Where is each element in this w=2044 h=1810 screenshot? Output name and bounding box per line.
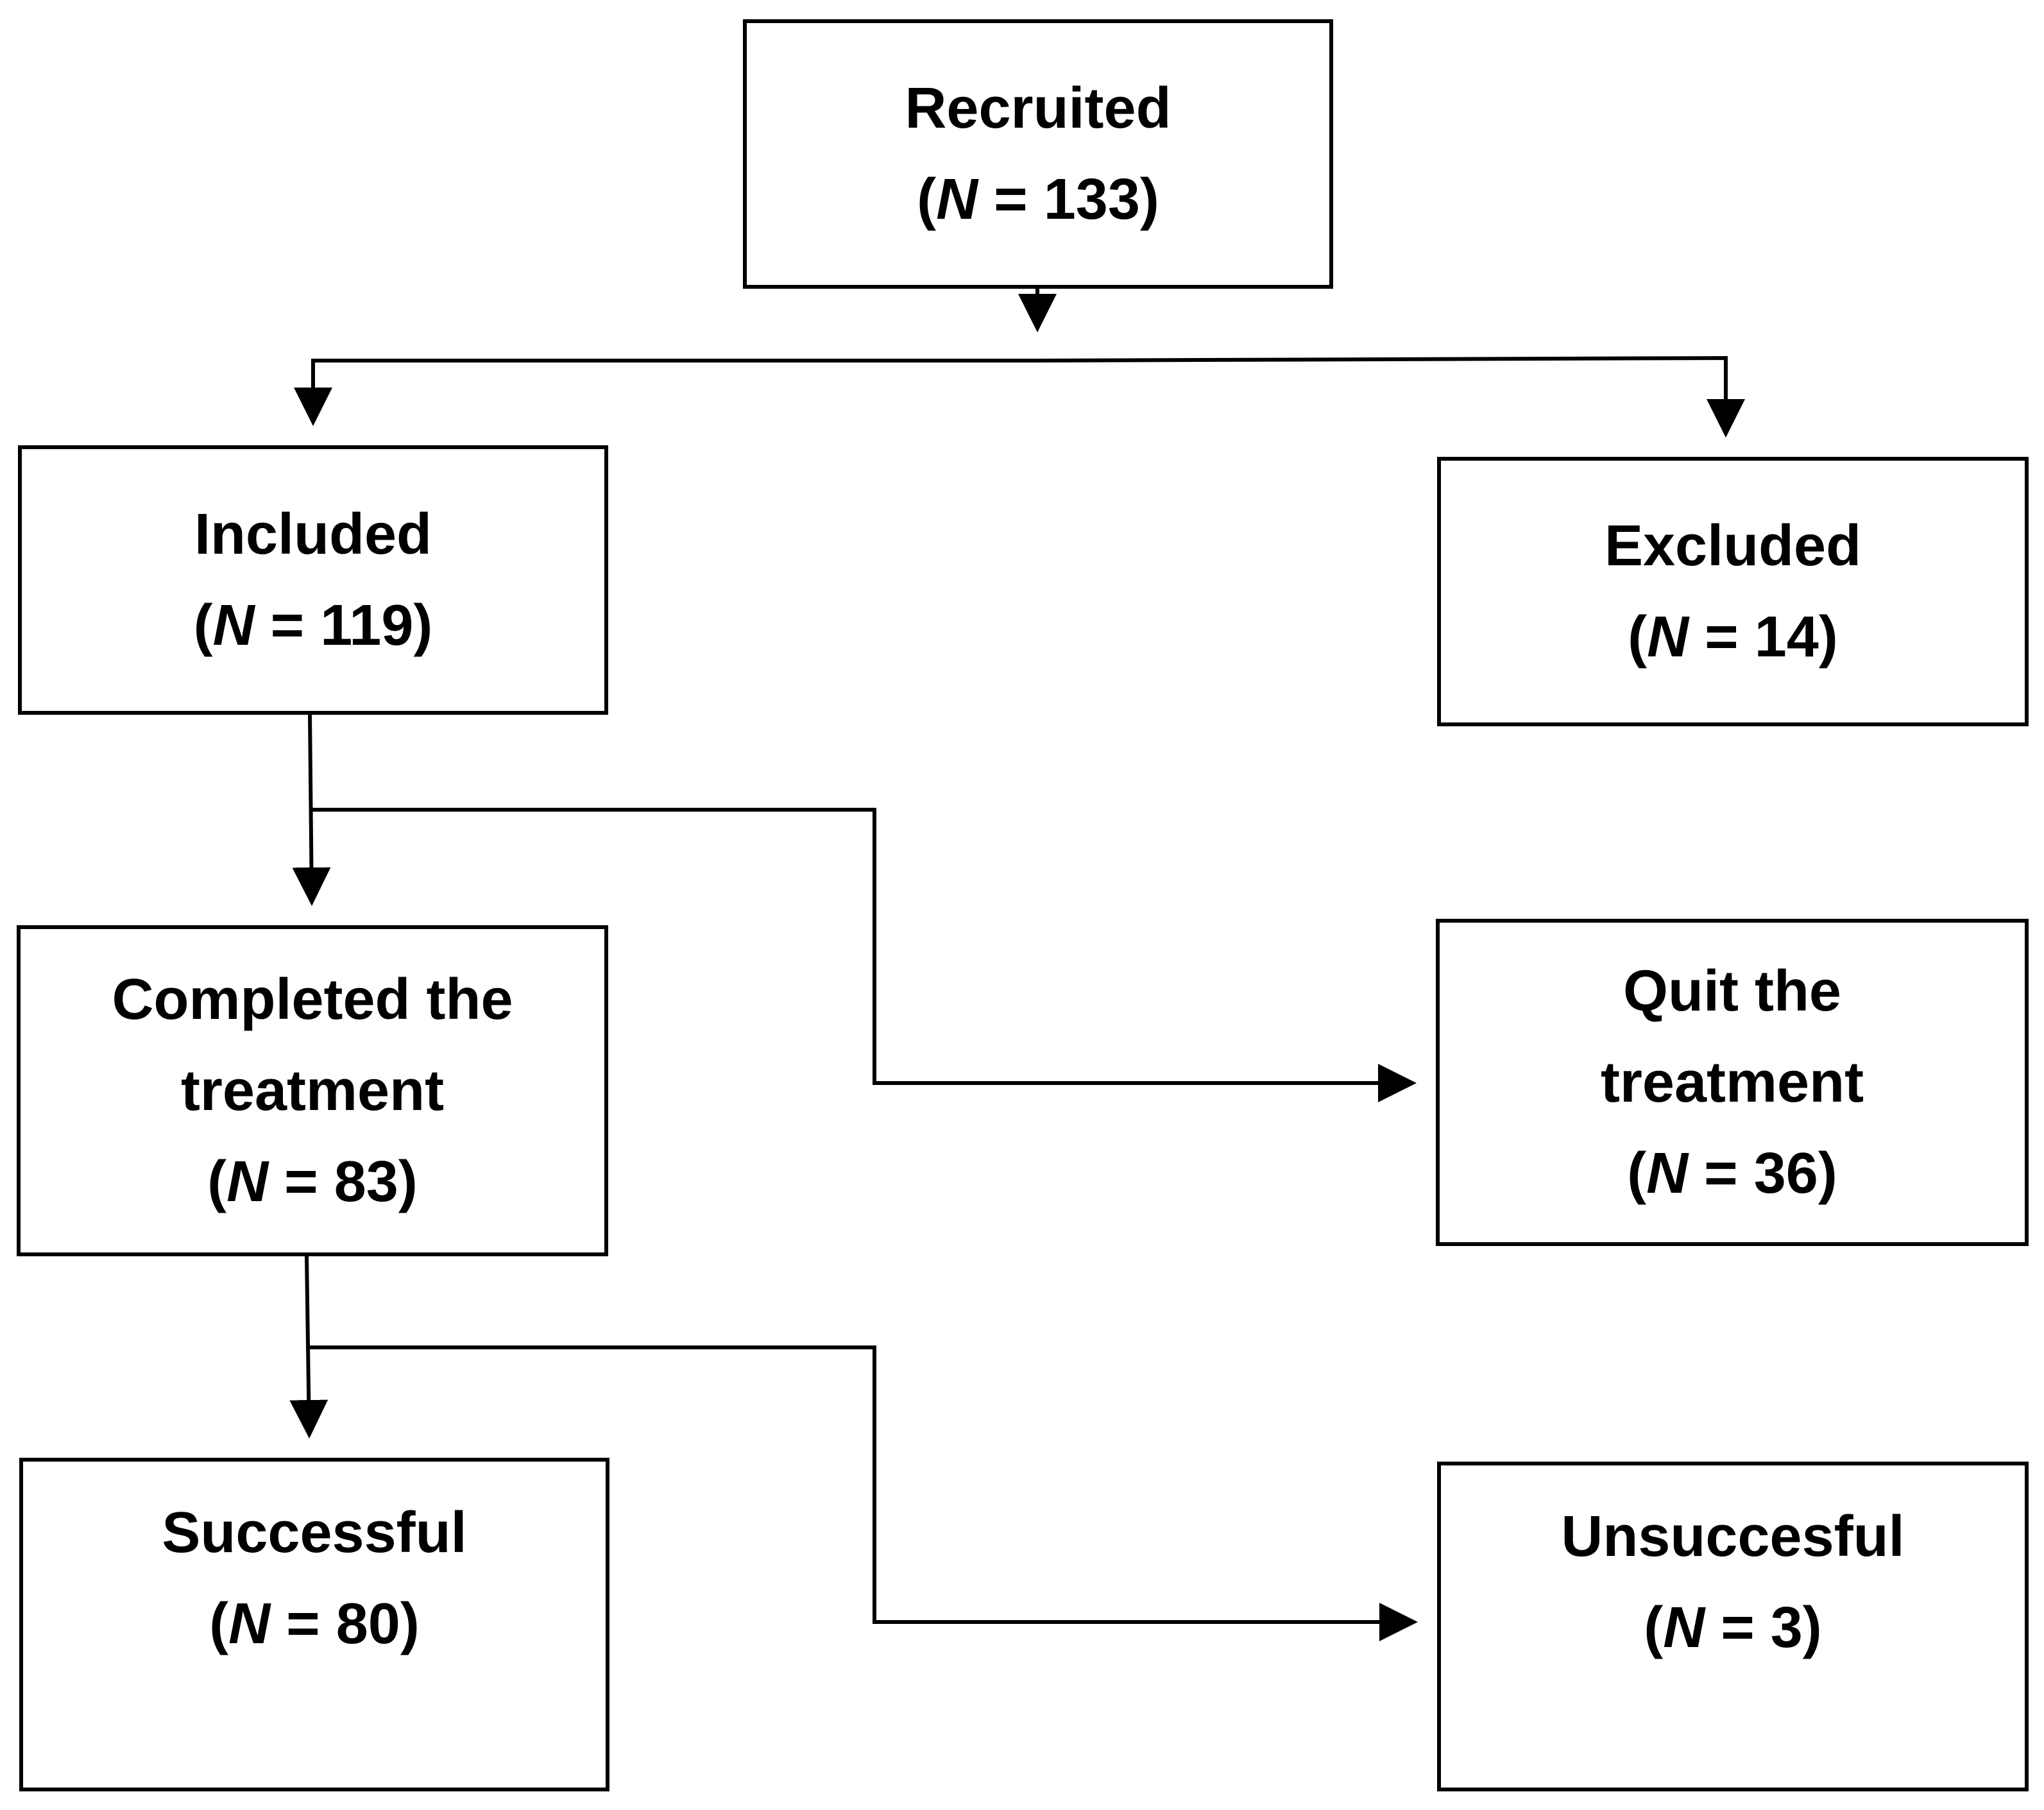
node-quit-label-line2: treatment: [1600, 1050, 1864, 1114]
node-recruited: Recruited (N = 133): [743, 19, 1333, 289]
node-recruited-label: Recruited: [905, 76, 1171, 141]
node-unsuccessful-label: Unsuccesful: [1561, 1505, 1905, 1569]
node-successful-label: Successful: [162, 1501, 467, 1565]
node-included-label: Included: [194, 502, 432, 567]
edge-recruited-to-excluded: [1037, 355, 1745, 438]
node-quit-count: (N = 36): [1627, 1141, 1837, 1206]
node-successful-count: (N = 80): [209, 1592, 420, 1656]
node-recruited-count: (N = 133): [917, 167, 1159, 232]
node-completed-treatment: Completed the treatment (N = 83): [17, 925, 608, 1256]
edge-completed-to-unsuccessful: [308, 1345, 1418, 1641]
node-successful: Successful (N = 80): [19, 1458, 609, 1791]
node-excluded-count: (N = 14): [1628, 605, 1838, 669]
node-included-count: (N = 119): [193, 593, 433, 658]
node-excluded: Excluded (N = 14): [1437, 457, 2029, 726]
edge-recruited-to-included: [294, 359, 1037, 426]
node-excluded-label: Excluded: [1604, 514, 1862, 578]
node-unsuccessful-count: (N = 3): [1644, 1596, 1822, 1660]
node-quit-treatment: Quit the treatment (N = 36): [1436, 919, 2029, 1246]
edge-included-to-quit: [311, 808, 1417, 1102]
node-included: Included (N = 119): [18, 445, 608, 715]
node-completed-label-line1: Completed the: [112, 968, 513, 1032]
node-unsuccessful: Unsuccesful (N = 3): [1437, 1462, 2029, 1791]
node-completed-count: (N = 83): [207, 1150, 418, 1214]
node-completed-label-line2: treatment: [180, 1059, 445, 1123]
node-quit-label-line1: Quit the: [1623, 959, 1841, 1023]
